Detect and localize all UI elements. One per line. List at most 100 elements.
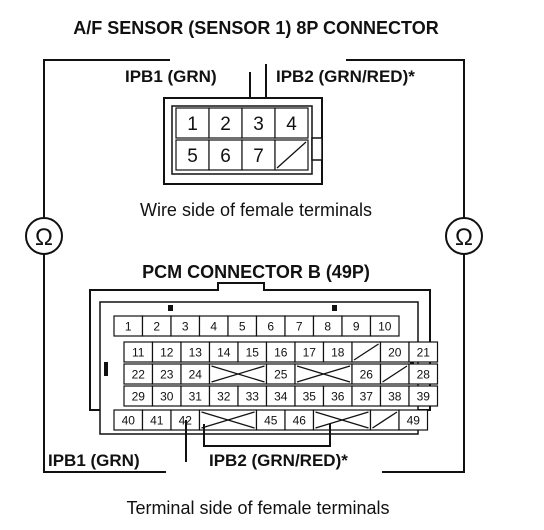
pcm-pin: 34 [265, 385, 296, 407]
pin-number: 13 [189, 345, 203, 359]
sensor-pin: 7 [241, 139, 276, 171]
ohmmeter-left-icon: Ω [25, 217, 63, 255]
pcm-pin [208, 363, 268, 385]
pin-number: 5 [239, 319, 246, 333]
pin-number: 39 [417, 389, 431, 403]
pcm-pin [351, 341, 382, 363]
pin-number: 6 [220, 146, 231, 167]
pin-number: 28 [417, 367, 431, 381]
pin-number: 22 [132, 367, 146, 381]
pin-number: 35 [303, 389, 317, 403]
pcm-pin: 39 [408, 385, 439, 407]
pcm-pin: 23 [151, 363, 182, 385]
pin-number: 14 [217, 345, 231, 359]
blank-cavity-mark [353, 343, 379, 361]
pcm-pin: 46 [284, 409, 315, 431]
pcm-pin: 3 [170, 315, 201, 337]
pin-number: 32 [217, 389, 231, 403]
pin-number: 25 [274, 367, 288, 381]
pin-number: 49 [407, 413, 421, 427]
pcm-pin: 49 [398, 409, 429, 431]
sensor-pin: 2 [208, 107, 243, 139]
pcm-pin: 38 [379, 385, 410, 407]
pin-number: 46 [293, 413, 307, 427]
pcm-caption: Terminal side of female terminals [126, 498, 389, 518]
pin-number: 41 [150, 413, 164, 427]
pin-number: 18 [331, 345, 345, 359]
pcm-pin: 2 [141, 315, 172, 337]
pcm-pin: 14 [208, 341, 239, 363]
pin-number: 15 [246, 345, 260, 359]
pin-number: 9 [353, 319, 360, 333]
pcm-pin: 35 [294, 385, 325, 407]
blank-cavity-mark [276, 141, 307, 169]
right-lead-wire [346, 59, 465, 473]
left-lead-wire [43, 59, 170, 473]
pcm-pin: 30 [151, 385, 182, 407]
pin-number: 1 [187, 114, 198, 135]
pin-number: 17 [303, 345, 317, 359]
diagram-title: A/F SENSOR (SENSOR 1) 8P CONNECTOR [73, 18, 438, 38]
pin-number: 6 [267, 319, 274, 333]
pin-number: 12 [160, 345, 174, 359]
blank-cavity-mark [372, 411, 398, 429]
pcm-pin: 33 [237, 385, 268, 407]
pcm-pin: 28 [408, 363, 439, 385]
pcm-pin: 21 [408, 341, 439, 363]
pcm-pin: 6 [255, 315, 286, 337]
pcm-pin: 18 [322, 341, 353, 363]
pcm-pin [379, 363, 410, 385]
pin-number: 40 [122, 413, 136, 427]
pin-number: 38 [388, 389, 402, 403]
pin-number: 34 [274, 389, 288, 403]
pin-number: 5 [187, 146, 198, 167]
pcm-pin: 11 [123, 341, 154, 363]
pcm-pin: 7 [284, 315, 315, 337]
pcm-pin: 5 [227, 315, 258, 337]
pcm-pin: 16 [265, 341, 296, 363]
pcm-pin [198, 409, 258, 431]
pcm-pin: 13 [180, 341, 211, 363]
pcm-pin: 17 [294, 341, 325, 363]
pin-number: 7 [296, 319, 303, 333]
pcm-pin [294, 363, 353, 385]
pin-number: 16 [274, 345, 288, 359]
pin-number: 4 [286, 114, 297, 135]
pcm-pin: 9 [341, 315, 372, 337]
pcm-pin: 41 [141, 409, 172, 431]
pcm-pin: 40 [113, 409, 144, 431]
pin-number: 37 [360, 389, 374, 403]
pcm-pin: 31 [180, 385, 211, 407]
pin-number: 2 [153, 319, 160, 333]
pin-number: 31 [189, 389, 203, 403]
pcm-pin: 10 [369, 315, 400, 337]
pcm-connector-title: PCM CONNECTOR B (49P) [142, 262, 370, 282]
blank-cavity-mark [382, 365, 408, 383]
sensor-pin: 4 [274, 107, 309, 139]
pcm-pin: 8 [312, 315, 343, 337]
pcm-pin: 32 [208, 385, 239, 407]
pcm-pin [369, 409, 400, 431]
blank-cavity-cross [315, 411, 369, 429]
sensor-pin [274, 139, 309, 171]
pin-number: 26 [360, 367, 374, 381]
pcm-pin43-44-bracket [203, 424, 331, 447]
pin-number: 4 [210, 319, 217, 333]
pin-number: 2 [220, 114, 231, 135]
pin-number: 23 [160, 367, 174, 381]
pin-number: 8 [324, 319, 331, 333]
pcm-pin: 45 [255, 409, 286, 431]
sensor-pin: 1 [175, 107, 210, 139]
pcm-wire-label-right: IPB2 (GRN/RED)* [209, 451, 348, 470]
pcm-pin: 36 [322, 385, 353, 407]
pcm-pin: 22 [123, 363, 154, 385]
blank-cavity-cross [296, 365, 351, 383]
sensor-wire-label-left: IPB1 (GRN) [125, 67, 217, 86]
pcm-pin: 15 [237, 341, 268, 363]
ohmmeter-right-icon: Ω [445, 217, 483, 255]
pcm-pin: 4 [198, 315, 229, 337]
ohm-symbol-left: Ω [35, 224, 53, 251]
pcm-wire-label-left: IPB1 (GRN) [48, 451, 140, 470]
